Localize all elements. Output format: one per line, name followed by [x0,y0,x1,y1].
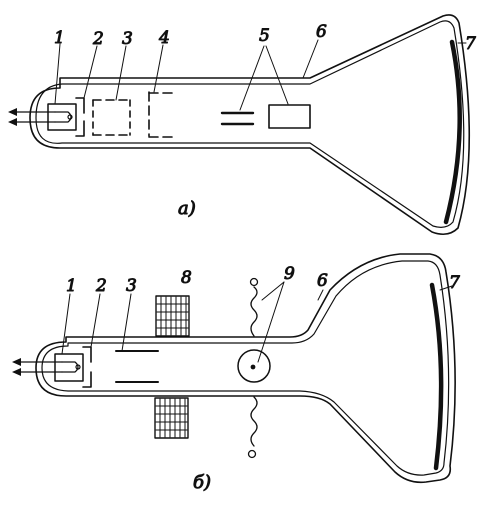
heater-filament-a [54,111,72,123]
leader-line-6-b [317,289,324,301]
cathode-b [54,353,84,382]
leader-line-3-a [115,45,127,101]
leader-line-7-b [439,285,453,291]
cathode-emitter-dot-b [75,364,81,370]
label-modulator-a: 2 [92,29,104,49]
label-envelope-a: 6 [316,22,327,42]
tube-envelope-outer-a [29,14,471,236]
screen-b [429,282,444,471]
heater-filament-b [61,361,79,373]
lead-arrow-bottom-b [12,368,21,376]
lead-arrow-bottom-a [8,118,17,126]
leader-line-5-right-a [265,45,289,105]
deflection-coil-lead-bottom-b [250,396,258,447]
label-screen-b: 7 [449,273,460,293]
label-cathode-b: 1 [66,276,77,296]
leader-line-2-b [90,293,101,348]
lead-arrow-top-a [8,108,17,116]
lead-arrow-top-b [12,358,21,366]
caption-a: а) [178,198,196,219]
leader-line-2-a [83,45,98,99]
leader-line-1-b [61,293,71,355]
second-anode-a [148,91,176,138]
deflection-coil-center-b [250,364,256,370]
leader-line-6-a [302,39,319,79]
label-screen-a: 7 [465,34,476,54]
label-deflection-coils-b: 9 [284,264,295,284]
tube-envelope-inner-a [35,20,465,228]
leader-line-1-a [54,43,61,105]
label-anode-b: 3 [126,276,137,296]
caption-b: б) [193,472,211,493]
leader-line-3-b [121,293,132,352]
label-envelope-b: 6 [317,271,328,291]
label-cathode-a: 1 [54,28,65,48]
tube-envelope-outer-b [35,253,456,484]
first-anode-a [92,99,131,136]
leader-line-4-a [153,44,164,93]
tube-envelope-inner-b [41,260,450,476]
modulator-a [75,97,85,137]
cathode-a [47,103,77,131]
cathode-emitter-dot-a [67,114,73,120]
modulator-b [82,346,92,388]
leader-line-9-left-b [261,281,285,301]
label-focusing-coil-b: 8 [181,268,192,288]
leader-line-9-right-b [257,281,285,363]
screen-a [443,39,462,225]
diagram-a: 1 2 3 4 5 6 7 а) [8,14,477,236]
label-modulator-b: 2 [95,276,107,296]
focusing-coil-bottom-b [154,397,189,439]
deflection-coil-ring-b [237,349,271,383]
label-second-anode-a: 4 [158,28,170,48]
label-first-anode-a: 3 [122,29,133,49]
label-deflection-plates-a: 5 [259,26,270,46]
diagram-b: 1 2 3 8 9 6 7 б) [12,253,461,494]
focusing-coil-top-b [155,295,190,337]
horizontal-deflection-plates-a [268,104,311,129]
deflection-coil-terminal-top-b [249,277,259,287]
leader-line-5-left-a [239,45,265,111]
deflection-coil-terminal-bottom-b [247,449,257,459]
deflection-coil-lead-top-b [250,286,258,337]
